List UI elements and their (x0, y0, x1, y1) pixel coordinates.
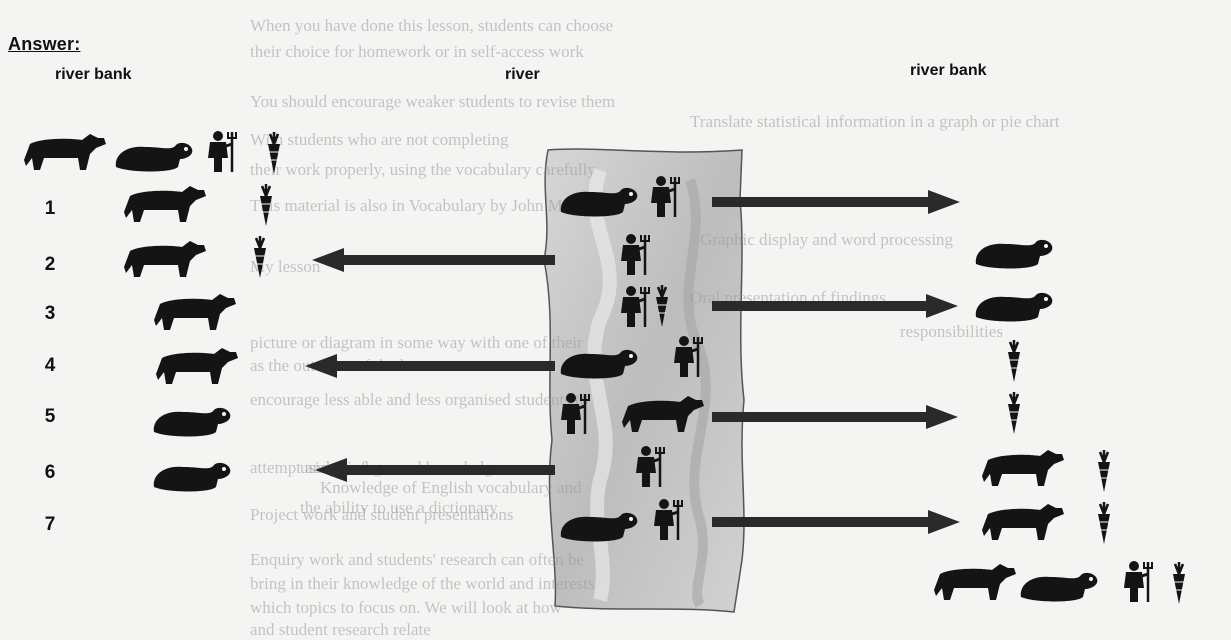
tiger-icon (978, 446, 1066, 490)
goat-icon (970, 285, 1056, 323)
background-text-line: responsibilities (900, 322, 1003, 342)
background-text-line: their choice for homework or in self-acc… (250, 42, 584, 62)
background-text-line: picture or diagram in some way with one … (250, 333, 583, 353)
tiger-icon (120, 182, 208, 226)
goat-icon (1015, 565, 1101, 603)
step-number-2: 2 (38, 254, 62, 276)
background-text-line: When you have done this lesson, students… (250, 16, 613, 36)
background-text-line: You should encourage weaker students to … (250, 92, 615, 112)
farmer-icon (648, 498, 686, 542)
carrot-icon (1000, 340, 1028, 384)
tiger-icon (978, 500, 1066, 544)
tiger-icon (152, 344, 240, 388)
carrot-icon (1090, 502, 1118, 546)
farmer-icon (202, 130, 240, 174)
goat-icon (555, 342, 641, 380)
goat-icon (148, 400, 234, 438)
farmer-icon (668, 335, 706, 379)
tiger-icon (120, 237, 208, 281)
background-text-line: encourage less able and less organised s… (250, 390, 588, 410)
background-text-line: This material is also in Vocabulary by J… (250, 196, 601, 216)
step-number-4: 4 (38, 355, 62, 377)
farmer-icon (1118, 560, 1156, 604)
goat-icon (970, 232, 1056, 270)
tiger-icon (150, 290, 238, 334)
farmer-icon (645, 175, 683, 219)
tiger-icon (930, 560, 1018, 604)
carrot-icon (246, 236, 274, 280)
step-number-1: 1 (38, 198, 62, 220)
arrow-left-icon (312, 245, 557, 275)
background-text-line: bring in their knowledge of the world an… (250, 574, 595, 594)
farmer-icon (630, 445, 668, 489)
right-bank-label: river bank (910, 62, 986, 80)
background-text-line: their work properly, using the vocabular… (250, 160, 596, 180)
background-text-line: and student research relate (250, 620, 431, 640)
carrot-icon (1000, 392, 1028, 436)
background-text-line: which topics to focus on. We will look a… (250, 598, 562, 618)
carrot-icon (260, 132, 288, 176)
step-number-6: 6 (38, 462, 62, 484)
background-text-line: Graphic display and word processing (700, 230, 953, 250)
arrow-right-icon (712, 402, 960, 432)
arrow-right-icon (712, 291, 960, 321)
left-bank-label: river bank (55, 66, 131, 84)
carrot-icon (1090, 450, 1118, 494)
arrow-right-icon (712, 187, 962, 217)
goat-icon (555, 180, 641, 218)
carrot-icon (252, 184, 280, 228)
farmer-icon (615, 233, 653, 277)
carrot-icon (1165, 562, 1193, 606)
step-number-5: 5 (38, 406, 62, 428)
step-number-7: 7 (38, 514, 62, 536)
goat-icon (148, 455, 234, 493)
farmer-icon (555, 392, 593, 436)
answer-heading: Answer: (8, 34, 80, 55)
goat-icon (555, 505, 641, 543)
background-text-line: With students who are not completing (250, 130, 509, 150)
river-label: river (505, 66, 540, 84)
background-text-line: Enquiry work and students' research can … (250, 550, 584, 570)
background-text-line: the ability to use a dictionary (300, 498, 498, 518)
tiger-icon (20, 130, 108, 174)
arrow-right-icon (712, 507, 962, 537)
step-number-3: 3 (38, 303, 62, 325)
arrow-left-icon (315, 455, 557, 485)
tiger-icon (618, 392, 706, 436)
goat-icon (110, 135, 196, 173)
arrow-left-icon (305, 351, 557, 381)
carrot-icon (648, 285, 676, 329)
background-text-line: Translate statistical information in a g… (690, 112, 1060, 132)
